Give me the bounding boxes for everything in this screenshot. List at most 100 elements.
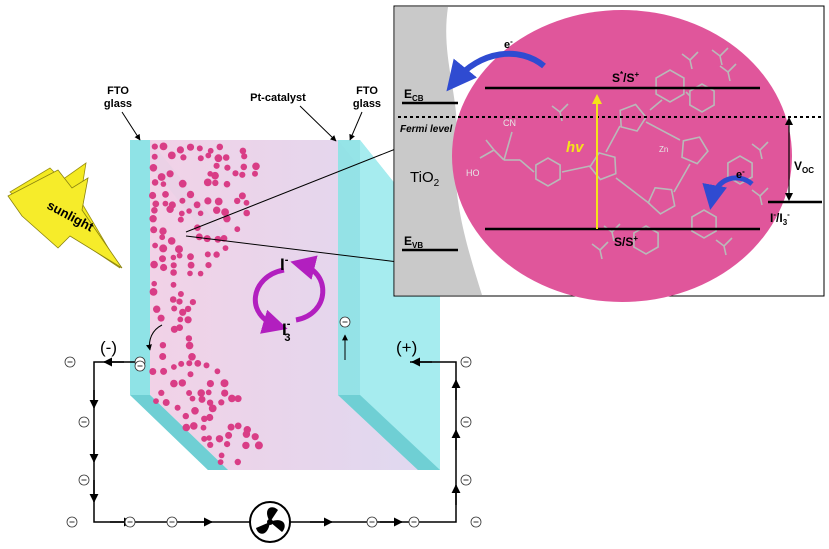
tio2-particle (242, 441, 250, 450)
tio2-particle (152, 242, 159, 249)
zoom-lines (185, 147, 399, 263)
tio2-particle (162, 399, 170, 406)
electron-icon (408, 516, 420, 528)
plus-terminal-label: (+) (396, 338, 417, 357)
right-glass-bottom (338, 395, 440, 470)
tio2-particle (206, 435, 212, 441)
tio2-particle (174, 404, 181, 411)
tio2-particle (187, 261, 195, 269)
tio2-particle (159, 142, 168, 151)
tio2-particle (207, 147, 214, 154)
evb-label: EVB (404, 234, 423, 250)
pt-catalyst-label: Pt-catalyst (250, 92, 306, 104)
tio2-particle (232, 170, 239, 177)
left-fto-glass (130, 140, 228, 470)
s-ground-label: S/S+ (614, 234, 638, 249)
tio2-particle (196, 145, 203, 152)
tio2-particle (234, 458, 241, 466)
tio2-particle (149, 368, 157, 375)
cell-labels: FTO glass Pt-catalyst FTO glass (104, 85, 381, 142)
tio2-particle (151, 143, 158, 150)
electron-icon (66, 516, 78, 528)
tio2-particle (197, 155, 204, 162)
tio2-particle (194, 360, 202, 367)
tio2-particle (187, 253, 194, 261)
tio2-particle (203, 178, 212, 187)
tio2-region (395, 7, 482, 295)
electron-icon (124, 516, 136, 528)
tio2-particle (166, 170, 174, 178)
tio2-particle (184, 316, 192, 324)
tio2-particle (170, 325, 178, 333)
tio2-particle (191, 407, 199, 415)
tio2-particle (176, 298, 183, 305)
left-glass-bottom (130, 395, 228, 470)
electron-label-regeneration: e- (736, 167, 745, 181)
tio2-particle (189, 395, 196, 402)
tio2-particle (162, 191, 169, 198)
tio2-particle (178, 360, 185, 367)
tio2-particle (242, 430, 251, 438)
tio2-particle (186, 190, 195, 199)
tio2-particle (205, 152, 212, 159)
tio2-particle (160, 181, 167, 187)
tio2-particle (198, 395, 206, 403)
electron-icon (64, 356, 76, 368)
tio2-particle (167, 151, 176, 160)
fermi-label: Fermi level (400, 124, 452, 135)
tio2-particle (225, 431, 233, 439)
tio2-particle (177, 291, 184, 297)
tio2-particle (177, 216, 184, 223)
tio2-particle (195, 233, 203, 241)
cn-label: CN (503, 118, 516, 128)
electron-icon (134, 360, 146, 372)
tio2-label: TiO2 (410, 169, 440, 189)
tio2-particle (178, 379, 186, 387)
tio2-particle (179, 197, 186, 204)
tio2-particle (187, 270, 193, 277)
tio2-particle (159, 227, 167, 235)
tio2-particle (182, 412, 189, 420)
energy-level-inset: ECB Fermi level TiO2 EVB S*/S+ S/S+ VOC … (393, 5, 825, 302)
fto-right-label-2: glass (353, 98, 381, 110)
tio2-particle (201, 435, 208, 442)
tio2-particle (160, 263, 168, 272)
tio2-particle (234, 422, 242, 430)
tio2-particle (197, 210, 204, 217)
tio2-particle (218, 399, 225, 406)
tio2-particle (197, 270, 204, 277)
electron-icon (460, 356, 472, 368)
tio2-particle (254, 441, 263, 450)
tio2-particle (158, 389, 165, 396)
tio2-particle (188, 353, 196, 361)
fan-load-icon (249, 501, 291, 543)
tio2-particle (197, 389, 205, 397)
electron-icon (78, 416, 90, 428)
tio2-particle (149, 288, 158, 296)
tio2-particle (206, 399, 214, 406)
tio2-particle (239, 147, 247, 155)
tio2-particle (251, 433, 259, 441)
tio2-particle (218, 452, 225, 459)
redox-couple-label: I-/I3- (770, 210, 790, 227)
tio2-particle (206, 413, 214, 422)
voc-label: VOC (794, 159, 814, 175)
tio2-particle (241, 153, 248, 160)
tio2-particle (159, 342, 167, 349)
tio2-particle (208, 404, 217, 413)
tio2-particle (157, 314, 165, 322)
electron-label-injection: e- (504, 37, 513, 51)
tio2-particle (178, 210, 185, 217)
tio2-particle (175, 245, 183, 254)
tio2-particle (234, 197, 241, 205)
electron-icon (78, 474, 90, 486)
tio2-particle (216, 143, 224, 151)
tio2-particle (189, 299, 196, 306)
tio2-particle (185, 335, 193, 342)
tio2-particle (186, 360, 193, 367)
tio2-particle (222, 154, 230, 161)
tio2-particle (149, 215, 157, 223)
tio2-particle (203, 362, 210, 369)
tio2-particle (159, 234, 166, 241)
tio2-particle (252, 170, 258, 177)
